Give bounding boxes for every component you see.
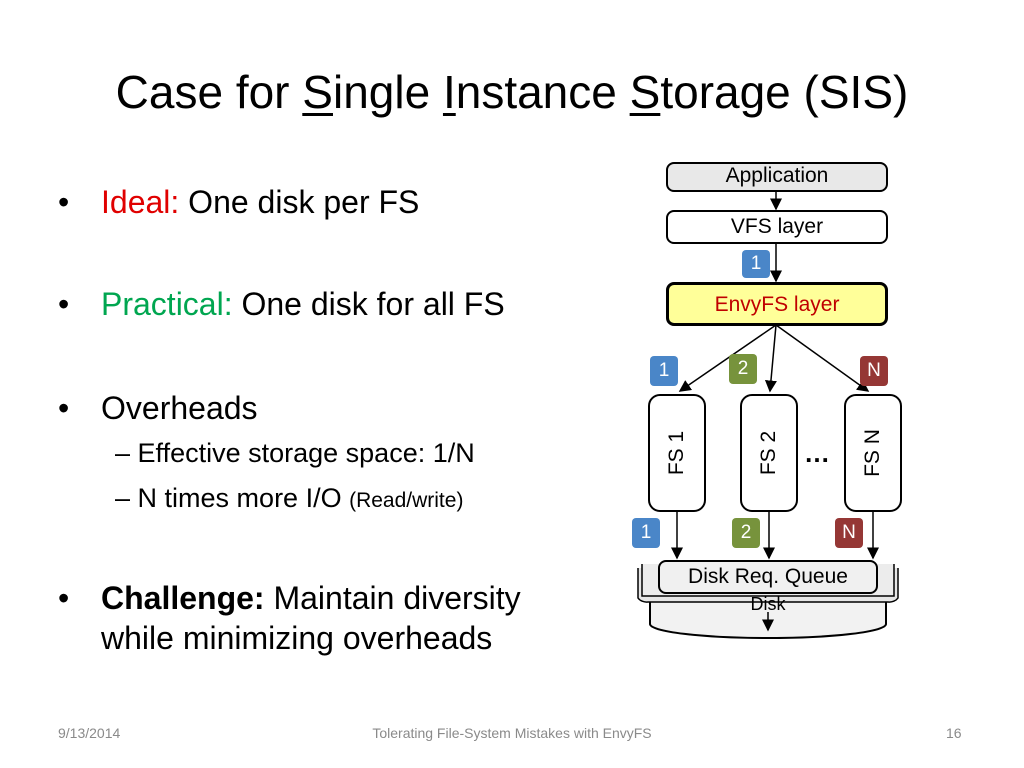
badge-2-fs: 2 bbox=[729, 354, 757, 384]
badge-n-queue: N bbox=[835, 518, 863, 548]
disk-label: Disk bbox=[750, 594, 786, 614]
badge-2-queue: 2 bbox=[732, 518, 760, 548]
overheads-text: Overheads bbox=[101, 390, 258, 426]
slide-title: Case for Single Instance Storage (SIS) bbox=[115, 66, 909, 118]
disk-request-queue: Disk Req. Queue bbox=[658, 560, 878, 594]
sub-bullet-io: – N times more I/O (Read/write) bbox=[115, 483, 464, 513]
footer-date: 9/13/2014 bbox=[58, 725, 121, 741]
vfs-layer-box: VFS layer bbox=[666, 210, 888, 244]
challenge-label: Challenge: bbox=[101, 580, 265, 616]
sub-bullet-storage: – Effective storage space: 1/N bbox=[115, 438, 475, 468]
badge-n-fs: N bbox=[860, 356, 888, 386]
footer-title: Tolerating File-System Mistakes with Env… bbox=[372, 725, 652, 741]
application-box: Application bbox=[666, 162, 888, 192]
footer-page-number: 16 bbox=[946, 725, 962, 741]
challenge-text: Maintain diversity bbox=[264, 580, 521, 616]
envyfs-layer-box: EnvyFS layer bbox=[666, 282, 888, 326]
badge-1-queue: 1 bbox=[632, 518, 660, 548]
practical-text: One disk for all FS bbox=[232, 286, 505, 322]
fs-1-box: FS 1 bbox=[648, 394, 706, 512]
fs-n-box: FS N bbox=[844, 394, 902, 512]
ellipsis: … bbox=[804, 438, 830, 468]
ideal-text: One disk per FS bbox=[179, 184, 420, 220]
badge-1-vfs: 1 bbox=[742, 250, 770, 278]
ideal-label: Ideal: bbox=[101, 184, 180, 220]
fs-2-box: FS 2 bbox=[740, 394, 798, 512]
badge-1-fs: 1 bbox=[650, 356, 678, 386]
practical-label: Practical: bbox=[101, 286, 233, 322]
